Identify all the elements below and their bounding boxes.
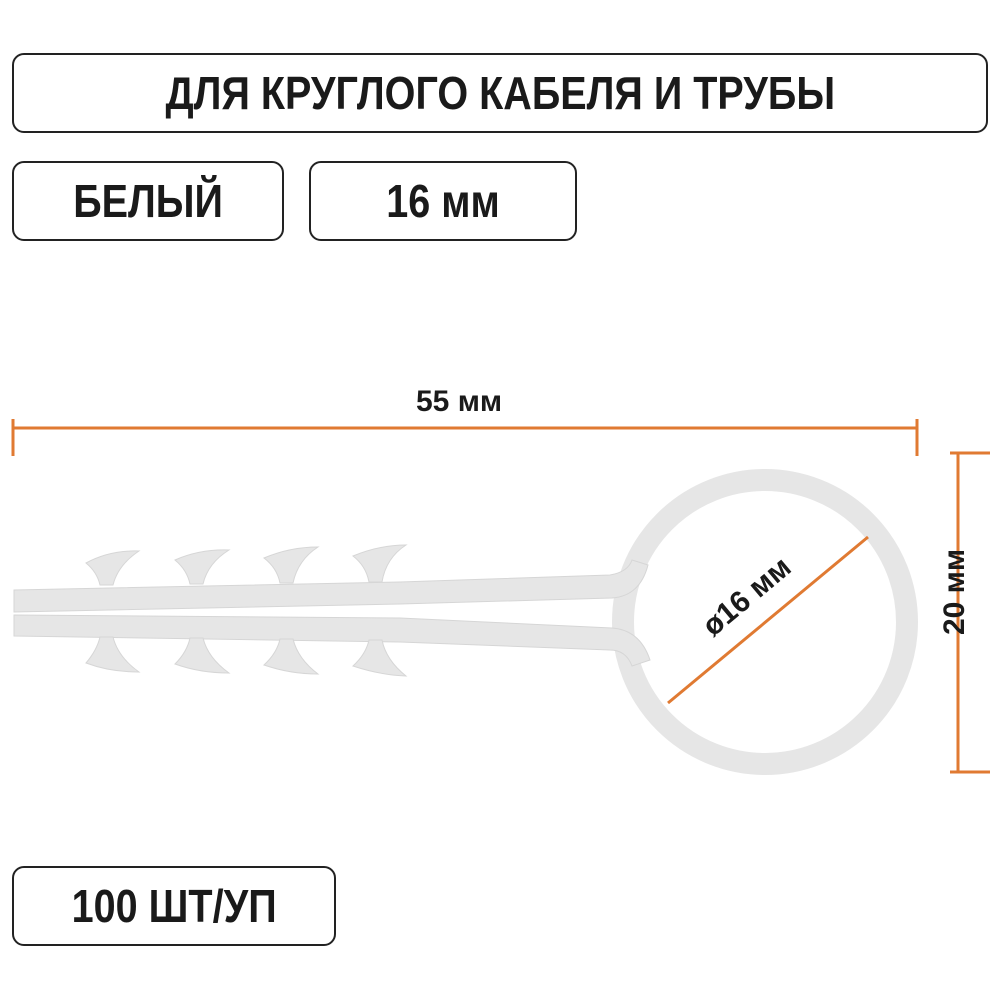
barb — [263, 546, 320, 584]
barb — [174, 549, 231, 585]
clip-upper-strap — [13, 559, 649, 613]
barb — [85, 636, 141, 673]
barb — [352, 639, 408, 677]
clip-ring — [612, 469, 918, 775]
pack-box: 100 ШТ/УП — [12, 866, 336, 946]
height-label: 20 мм — [938, 548, 972, 636]
clip-lower-strap — [13, 614, 651, 667]
pack-label: 100 ШТ/УП — [71, 880, 277, 932]
title-box: ДЛЯ КРУГЛОГО КАБЕЛЯ И ТРУБЫ — [12, 53, 988, 133]
barb — [352, 544, 408, 583]
height-dimension-line — [950, 451, 990, 774]
title: ДЛЯ КРУГЛОГО КАБЕЛЯ И ТРУБЫ — [165, 67, 835, 119]
length-label: 55 мм — [416, 385, 503, 418]
length-dimension-line — [11, 419, 919, 456]
barb — [263, 638, 320, 675]
size-box: 16 мм — [309, 161, 577, 241]
cable-clip — [13, 469, 918, 775]
barb — [174, 637, 231, 674]
size-label: 16 мм — [386, 175, 500, 227]
barb — [85, 550, 141, 586]
diameter-dimension-line — [667, 535, 869, 705]
barbs — [85, 544, 408, 677]
color-box: БЕЛЫЙ — [12, 161, 284, 241]
color-label: БЕЛЫЙ — [73, 175, 223, 227]
